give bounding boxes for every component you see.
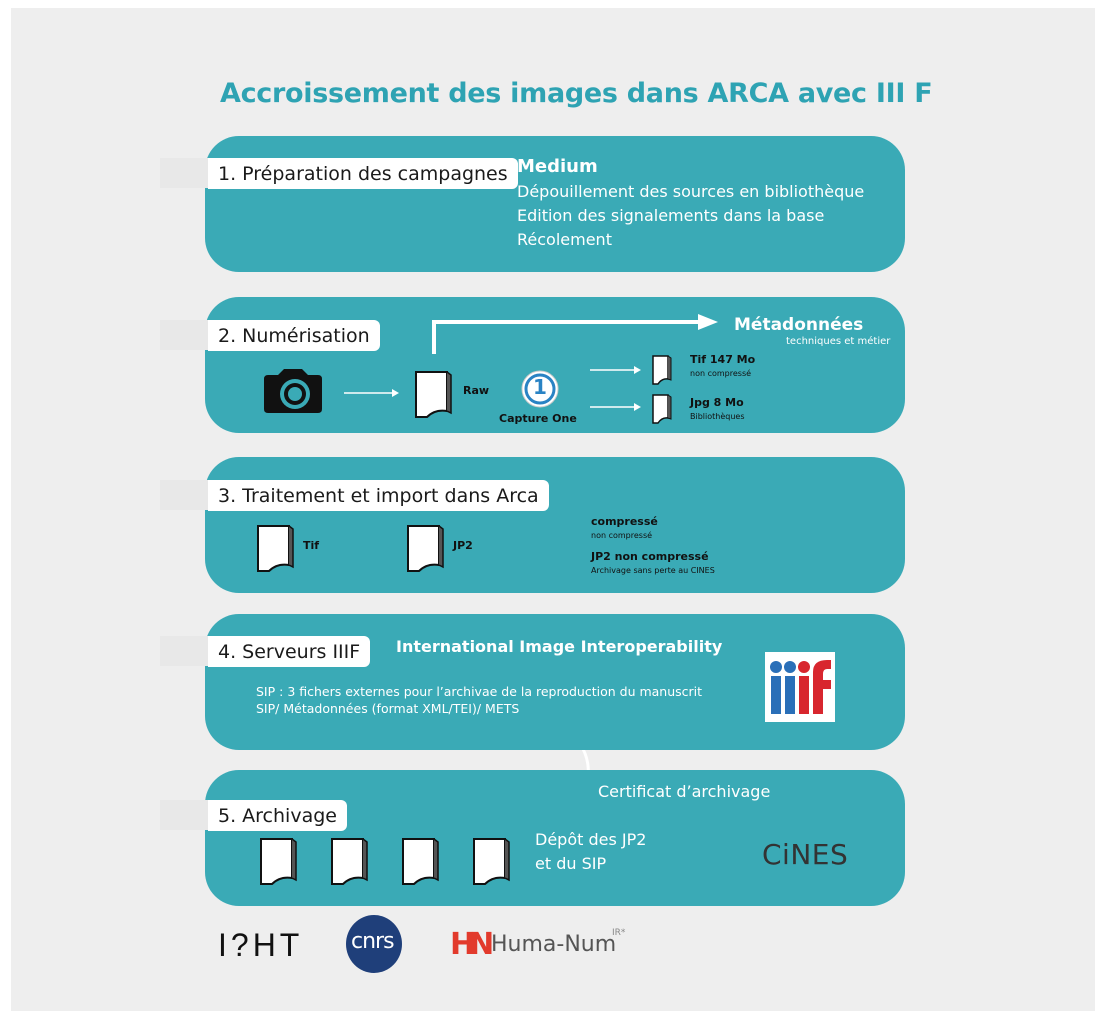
jp2-file-icon	[407, 525, 444, 572]
step-1-label: 1. Préparation des campagnes	[208, 158, 518, 189]
step-3-label: 3. Traitement et import dans Arca	[208, 480, 549, 511]
jp2-uncompressed-label: JP2 non compressé	[591, 550, 709, 563]
step-4-line: SIP : 3 fichers externes pour l’archivae…	[256, 684, 703, 699]
step-4-label: 4. Serveurs IIIF	[208, 636, 371, 667]
cines-logo: CiNES	[762, 838, 849, 871]
step-3-panel	[205, 457, 905, 593]
iiif-logo-icon	[770, 660, 831, 714]
certificate-label: Certificat d’archivage	[598, 782, 771, 801]
step-1-line: Edition des signalements dans la base	[517, 206, 825, 225]
jp2-file-icon	[402, 838, 439, 885]
tif-file-icon	[257, 525, 294, 572]
jpg-file-icon	[652, 394, 672, 424]
metadata-title: Métadonnées	[734, 315, 864, 335]
step-5-panel	[205, 770, 905, 906]
capture-one-number: 1	[533, 375, 547, 399]
capture-one-icon	[521, 370, 559, 408]
camera-icon	[264, 369, 322, 413]
page-title: Accroissement des images dans ARCA avec …	[220, 78, 933, 109]
irht-logo: I?HT	[218, 927, 304, 963]
step-4-line: SIP/ Métadonnées (format XML/TEI)/ METS	[256, 701, 520, 716]
iiif-logo	[765, 652, 835, 722]
raw-label: Raw	[463, 384, 490, 397]
tif-file-icon	[652, 355, 672, 385]
step-5-label: 5. Archivage	[208, 800, 347, 831]
step-1-line: Récolement	[517, 230, 612, 249]
sip-file-icon	[473, 838, 510, 885]
deposit-line: et du SIP	[535, 854, 607, 873]
jp2-file-icon	[260, 838, 297, 885]
jpg-label: Jpg 8 Mo	[690, 396, 744, 409]
jp2-label: JP2	[453, 539, 473, 552]
compressed-sublabel: non compressé	[591, 531, 653, 540]
humanum-logo-text: Huma-Num	[491, 932, 617, 957]
tif-sublabel: non compressé	[690, 369, 752, 378]
step-1-heading: Medium	[517, 156, 598, 177]
capture-one-label: Capture One	[499, 412, 577, 425]
raw-file-icon	[415, 371, 452, 418]
step-2-label: 2. Numérisation	[208, 320, 380, 351]
tif-label: Tif 147 Mo	[690, 353, 756, 366]
tif-label: Tif	[303, 539, 320, 552]
cnrs-logo-text: cnrs	[351, 929, 395, 954]
deposit-line: Dépôt des JP2	[535, 830, 647, 849]
humanum-mark: HN	[450, 927, 494, 962]
metadata-subtitle: techniques et métier	[786, 336, 891, 347]
jp2-uncompressed-sublabel: Archivage sans perte au CINES	[591, 566, 715, 575]
jpg-sublabel: Bibliothèques	[690, 412, 745, 421]
step-4-heading: International Image Interoperability	[396, 637, 723, 656]
step-1-line: Dépouillement des sources en bibliothèqu…	[517, 182, 865, 201]
cnrs-logo	[346, 915, 402, 973]
compressed-label: compressé	[591, 515, 658, 528]
jp2-file-icon	[331, 838, 368, 885]
humanum-logo-sup: IR*	[612, 928, 626, 938]
